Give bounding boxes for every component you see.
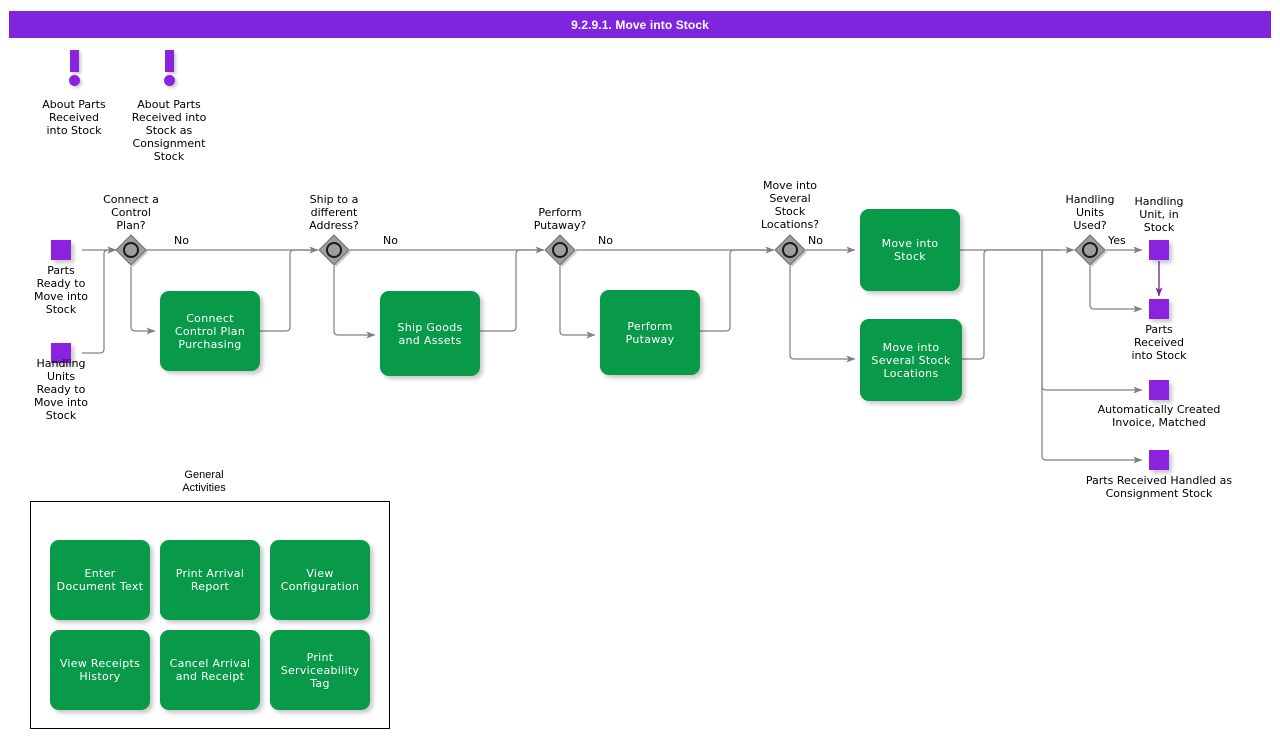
task-move-into-several-stock-locations[interactable]: Move into Several Stock Locations [860, 319, 962, 401]
task-view-configuration[interactable]: View Configuration [270, 540, 370, 620]
page-title: 9.2.9.1. Move into Stock [571, 17, 709, 32]
diagram-title-bar: 9.2.9.1. Move into Stock [9, 11, 1271, 38]
task-move-into-stock[interactable]: Move into Stock [860, 209, 960, 291]
task-enter-document-text[interactable]: Enter Document Text [50, 540, 150, 620]
exclamation-bar [165, 50, 174, 72]
flow-label-handling-units-used-yes: Yes [1108, 234, 1126, 247]
task-label: View Configuration [280, 567, 360, 593]
start-event-label-handling-units-ready-to-move-into-stock: Handling Units Ready to Move into Stock [33, 357, 89, 422]
task-label: Perform Putaway [625, 319, 675, 346]
gateway-label-move-into-several-stock-locations: Move into Several Stock Locations? [760, 179, 820, 231]
start-event-parts-ready-to-move-into-stock[interactable] [51, 240, 71, 260]
end-event-label-parts-received-handled-as-consignment-stock: Parts Received Handled as Consignment St… [1085, 474, 1233, 500]
task-label: Move into Stock [881, 237, 939, 263]
flow-label-perform-putaway-no: No [598, 234, 613, 247]
end-event-label-handling-unit-in-stock: Handling Unit, in Stock [1134, 195, 1184, 234]
annotation-label-about-parts-received-into-stock: About Parts Received into Stock [42, 98, 106, 137]
gateway-label-perform-putaway: Perform Putaway? [533, 206, 587, 232]
gateway-label-ship-to-a-different-address: Ship to a different Address? [309, 193, 359, 232]
annotation-label-about-parts-received-into-stock-as-consignment-stock: About Parts Received into Stock as Consi… [131, 98, 207, 163]
task-connect-control-plan-purchasing[interactable]: Connect Control Plan Purchasing [160, 291, 260, 371]
end-event-label-automatically-created-invoice-matched: Automatically Created Invoice, Matched [1097, 403, 1221, 429]
exclamation-dot [69, 75, 80, 86]
exclamation-icon-about-parts-received-into-stock [66, 50, 84, 88]
exclamation-dot [164, 75, 175, 86]
flow-label-ship-to-a-different-address-no: No [383, 234, 398, 247]
start-event-handling-units-ready-to-move-into-stock[interactable] [51, 343, 71, 363]
flow-label-connect-a-control-plan-no: No [174, 234, 189, 247]
task-label: Cancel Arrival and Receipt [169, 657, 251, 683]
end-event-parts-received-handled-as-consignment-stock[interactable] [1149, 450, 1169, 470]
end-event-parts-received-into-stock[interactable] [1149, 299, 1169, 319]
task-print-arrival-report[interactable]: Print Arrival Report [160, 540, 260, 620]
end-event-label-parts-received-into-stock: Parts Received into Stock [1131, 323, 1187, 362]
end-event-automatically-created-invoice-matched[interactable] [1149, 380, 1169, 400]
task-print-serviceability-tag[interactable]: Print Serviceability Tag [270, 630, 370, 710]
task-label: Connect Control Plan Purchasing [174, 311, 246, 351]
task-perform-putaway[interactable]: Perform Putaway [600, 290, 700, 375]
end-event-handling-unit-in-stock[interactable] [1149, 240, 1169, 260]
task-label: Print Serviceability Tag [280, 650, 360, 690]
start-event-label-parts-ready-to-move-into-stock: Parts Ready to Move into Stock [33, 264, 89, 316]
gateway-label-connect-a-control-plan: Connect a Control Plan? [103, 193, 159, 232]
task-view-receipts-history[interactable]: View Receipts History [50, 630, 150, 710]
task-label: Ship Goods and Assets [397, 320, 463, 347]
task-label: Move into Several Stock Locations [871, 340, 951, 380]
group-title-general-activities: General Activities [182, 469, 226, 494]
task-label: Enter Document Text [56, 567, 144, 593]
task-cancel-arrival-and-receipt[interactable]: Cancel Arrival and Receipt [160, 630, 260, 710]
group-box-general-activities [30, 501, 390, 729]
task-ship-goods-and-assets[interactable]: Ship Goods and Assets [380, 291, 480, 376]
gateway-label-handling-units-used: Handling Units Used? [1065, 193, 1115, 232]
task-label: Print Arrival Report [175, 567, 245, 593]
flow-label-move-into-several-stock-locations-no: No [808, 234, 823, 247]
exclamation-icon-about-parts-received-into-stock-as-consignment-stock [161, 50, 179, 88]
exclamation-bar [70, 50, 79, 72]
task-label: View Receipts History [59, 657, 141, 683]
